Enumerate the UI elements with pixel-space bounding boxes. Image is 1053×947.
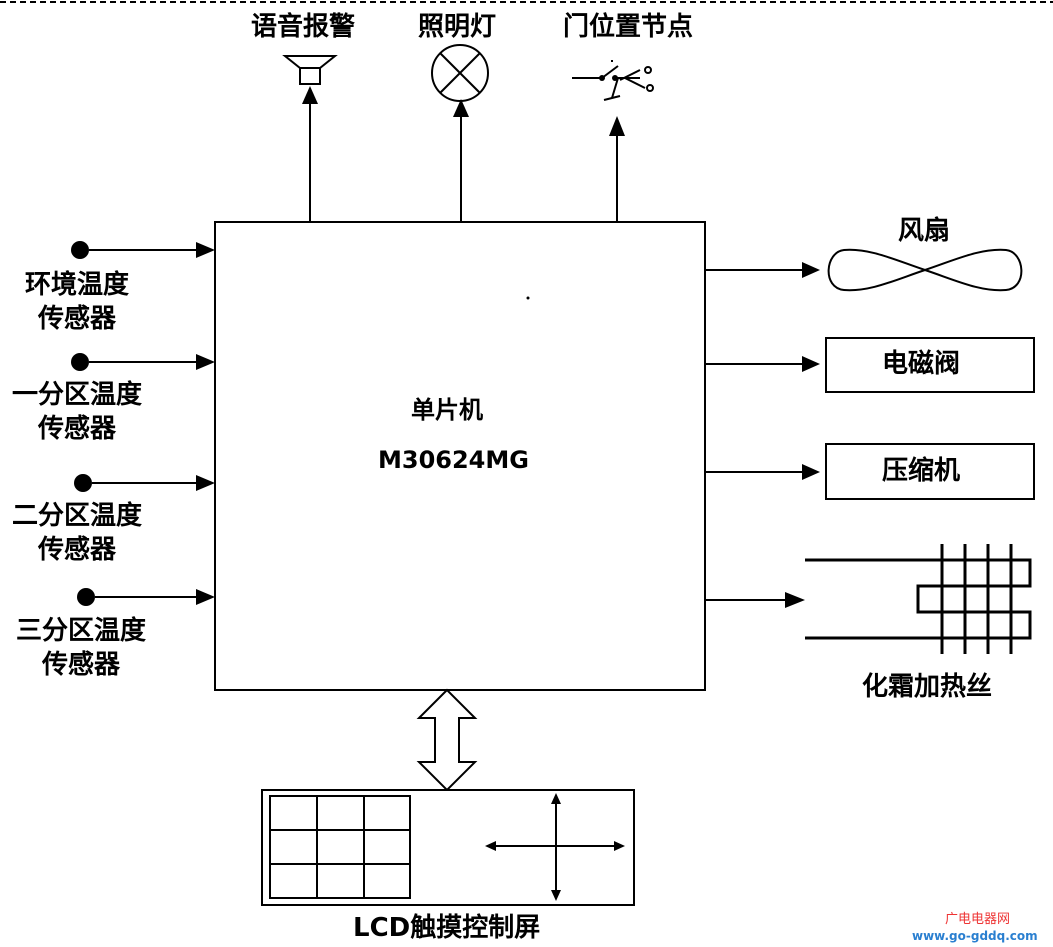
sensor-2-label: 一分区温度 传感器	[4, 378, 150, 446]
compressor-label: 压缩机	[882, 456, 961, 486]
scan-speck	[526, 296, 530, 300]
mcu-title: 单片机	[411, 396, 483, 424]
sensor-4-label-line2: 传感器	[41, 650, 120, 680]
defrost-arrow	[705, 592, 805, 608]
solenoid-valve-label: 电磁阀	[882, 349, 961, 379]
mcu-model: M30624MG	[378, 446, 529, 474]
compressor-box	[825, 443, 1035, 500]
sensor-3-label-line1: 二分区温度	[11, 501, 142, 531]
sensor-1-label-line2: 传感器	[37, 304, 116, 334]
door-switch-icon	[572, 60, 654, 101]
door-switch-label: 门位置节点	[563, 12, 694, 42]
lighting-label: 照明灯	[418, 12, 497, 42]
voice-alarm-arrowhead	[302, 86, 318, 104]
sensor-2-label-line1: 一分区温度	[11, 380, 142, 410]
sensor-4-arrow	[77, 588, 215, 606]
bidirectional-arrow	[416, 688, 478, 792]
lcd-label: LCD触摸控制屏	[353, 913, 541, 943]
sensor-1-label: 环境温度 传感器	[18, 268, 136, 336]
sensor-2-arrow	[71, 353, 215, 371]
defrost-heater-label: 化霜加热丝	[862, 672, 993, 702]
mcu-box	[214, 221, 706, 691]
sensor-3-arrow	[74, 474, 215, 492]
speaker-icon	[282, 55, 338, 85]
sensor-2-label-line2: 传感器	[37, 414, 116, 444]
compressor-arrow	[705, 464, 820, 480]
lighting-arrowhead	[453, 99, 469, 117]
sensor-3-label-line2: 传感器	[37, 535, 116, 565]
fan-label: 风扇	[898, 216, 951, 246]
fan-arrow	[705, 262, 820, 278]
sensor-1-arrow	[71, 241, 215, 259]
sensor-4-label: 三分区温度 传感器	[8, 614, 154, 682]
lamp-icon	[431, 44, 489, 102]
door-switch-arrowhead	[609, 116, 625, 136]
lcd-cross-arrows	[485, 793, 625, 901]
fan-icon	[827, 248, 1023, 292]
heater-icon	[805, 544, 1032, 654]
watermark-url: www.go-gddq.com	[912, 929, 1038, 943]
sensor-4-label-line1: 三分区温度	[15, 616, 146, 646]
lcd-keypad-grid	[269, 795, 411, 899]
watermark-site-name: 广电电器网	[945, 912, 1011, 927]
sensor-1-label-line1: 环境温度	[24, 270, 129, 300]
voice-alarm-label: 语音报警	[251, 12, 356, 42]
sensor-3-label: 二分区温度 传感器	[4, 499, 150, 567]
lcd-panel	[261, 789, 635, 906]
solenoid-arrow	[705, 356, 820, 372]
solenoid-valve-box	[825, 337, 1035, 393]
